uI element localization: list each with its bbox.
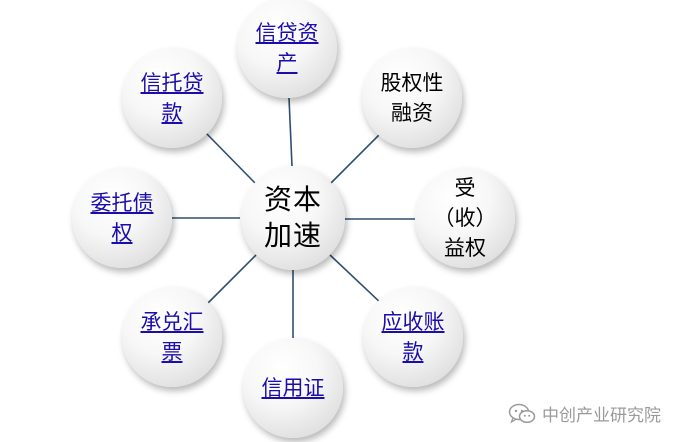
node-accounts-receivable[interactable]: 应收账款 bbox=[363, 287, 463, 387]
node-bank-acceptance-label[interactable]: 承兑汇票 bbox=[140, 310, 204, 364]
node-entrusted-debt-label[interactable]: 委托债权 bbox=[90, 191, 154, 245]
node-beneficial-rights-label: 受（收）益权 bbox=[433, 176, 497, 260]
node-trust-loan-label[interactable]: 信托贷款 bbox=[140, 71, 204, 125]
node-credit-assets-label[interactable]: 信贷资产 bbox=[255, 21, 319, 75]
center-node-label: 资本加速 bbox=[263, 183, 322, 252]
node-credit-assets[interactable]: 信贷资产 bbox=[237, 0, 337, 98]
node-letter-of-credit[interactable]: 信用证 bbox=[243, 338, 343, 438]
connector-bank-acceptance bbox=[205, 254, 257, 306]
center-node: 资本加速 bbox=[241, 166, 345, 270]
node-bank-acceptance[interactable]: 承兑汇票 bbox=[122, 287, 222, 387]
watermark-text: 中创产业研究院 bbox=[542, 406, 661, 426]
connector-credit-assets bbox=[288, 97, 293, 167]
node-equity-financing: 股权性融资 bbox=[362, 48, 462, 148]
node-equity-financing-label: 股权性融资 bbox=[380, 71, 444, 125]
connector-accounts-receivable bbox=[329, 254, 384, 306]
node-trust-loan[interactable]: 信托贷款 bbox=[122, 48, 222, 148]
node-letter-of-credit-label[interactable]: 信用证 bbox=[261, 376, 325, 400]
node-accounts-receivable-label[interactable]: 应收账款 bbox=[381, 310, 445, 364]
node-beneficial-rights: 受（收）益权 bbox=[415, 168, 515, 268]
connector-equity-financing bbox=[330, 131, 383, 184]
watermark: 中创产业研究院 bbox=[508, 401, 661, 426]
wechat-icon bbox=[508, 403, 536, 424]
connector-trust-loan bbox=[204, 131, 256, 184]
node-entrusted-debt[interactable]: 委托债权 bbox=[72, 168, 172, 268]
